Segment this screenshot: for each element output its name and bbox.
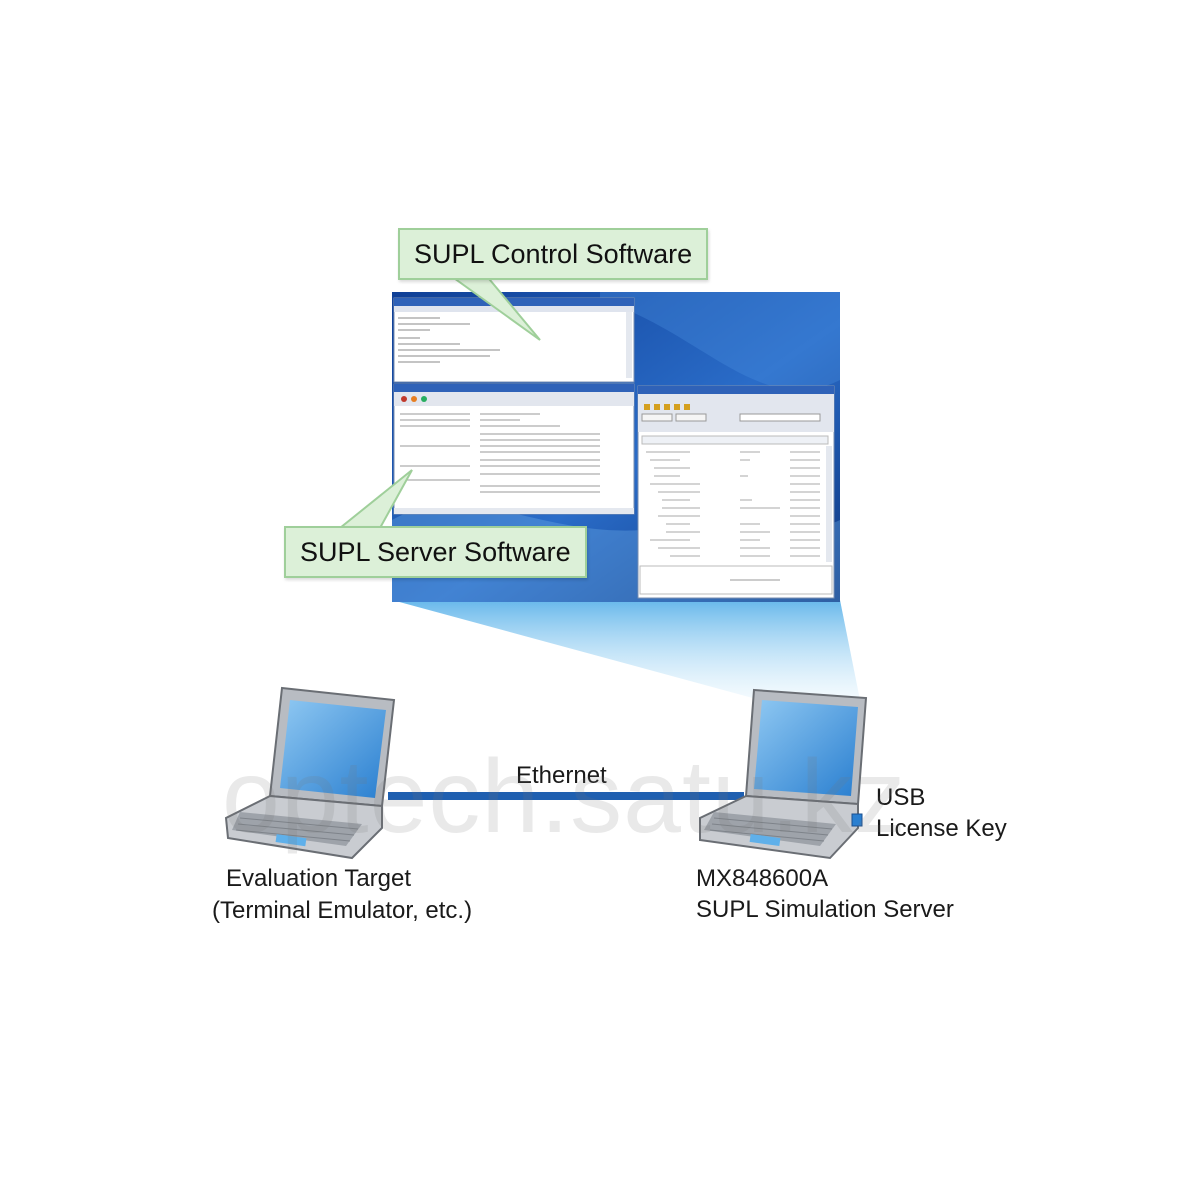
- server-name-label: SUPL Simulation Server: [696, 896, 954, 923]
- evaluation-target-label: Evaluation Target: [226, 865, 412, 892]
- usb-label: USB: [876, 784, 926, 811]
- usb-license-key-icon: [851, 813, 863, 827]
- message-editor-window: [637, 385, 835, 599]
- evaluation-target-laptop: [224, 686, 396, 860]
- projection-beam: [392, 600, 860, 700]
- server-software-callout: SUPL Server Software: [284, 526, 587, 578]
- license-key-label: License Key: [876, 815, 1007, 842]
- server-software-window: [393, 383, 635, 515]
- server-laptop: [699, 688, 868, 860]
- evaluation-target-sublabel: (Terminal Emulator, etc.): [212, 897, 473, 924]
- control-software-callout: SUPL Control Software: [398, 228, 709, 280]
- ethernet-label: Ethernet: [516, 762, 607, 789]
- server-model-label: MX848600A: [696, 865, 829, 892]
- watermark: optech.satu.kz: [222, 739, 907, 855]
